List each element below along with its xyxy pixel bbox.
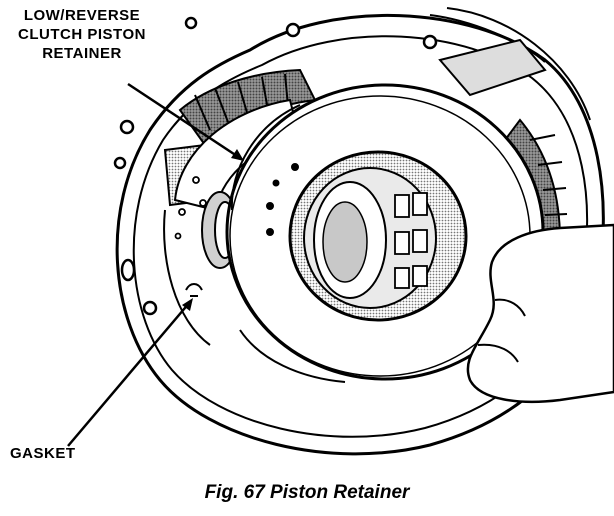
- gasket-label: GASKET: [10, 445, 76, 462]
- retainer-leader: [127, 82, 241, 160]
- case-bolt-holes: [113, 16, 438, 316]
- gasket-arrowhead: [182, 298, 193, 311]
- inner-face-holes: [174, 176, 207, 240]
- retainer-label-line-1: LOW/REVERSE: [23, 7, 141, 24]
- retainer-label-line-3: RETAINER: [42, 45, 122, 62]
- gear-teeth: [394, 192, 428, 289]
- retainer-label: LOW/REVERSE CLUTCH PISTON RETAINER: [2, 6, 162, 63]
- retainer-arrowhead: [231, 149, 244, 161]
- figure-caption: Fig. 67 Piston Retainer: [204, 482, 410, 503]
- hand: [466, 223, 614, 404]
- leader-lines: [67, 82, 241, 447]
- gasket-leader: [67, 301, 191, 447]
- retainer-label-line-2: CLUTCH PISTON: [18, 26, 146, 43]
- gasket-shape: [185, 283, 203, 297]
